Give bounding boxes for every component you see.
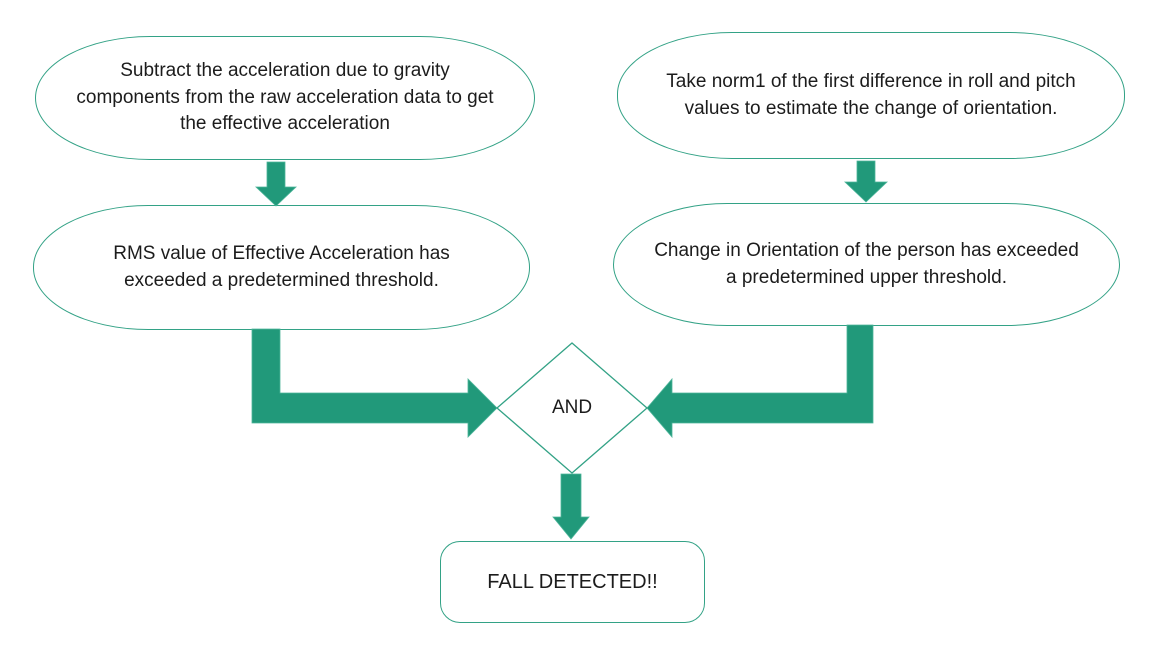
down-arrow-left-icon (254, 161, 298, 207)
node-orientation-estimate: Take norm1 of the first difference in ro… (617, 32, 1125, 159)
elbow-arrow-left-icon (251, 328, 498, 438)
node-orientation-threshold-text: Change in Orientation of the person has … (654, 239, 1079, 288)
elbow-arrow-right-icon (646, 324, 874, 439)
down-arrow-right-icon (844, 160, 888, 203)
node-fall-detected-text: FALL DETECTED!! (487, 570, 658, 593)
node-orientation-estimate-text: Take norm1 of the first difference in ro… (666, 70, 1076, 119)
down-arrow-result-icon (552, 473, 590, 540)
node-rms-threshold: RMS value of Effective Acceleration has … (33, 205, 530, 330)
node-rms-threshold-text: RMS value of Effective Acceleration has … (113, 242, 450, 291)
node-gravity-subtraction: Subtract the acceleration due to gravity… (35, 36, 535, 160)
node-gravity-subtraction-text: Subtract the acceleration due to gravity… (76, 59, 494, 135)
node-orientation-threshold: Change in Orientation of the person has … (613, 203, 1120, 326)
and-gate-text: AND (551, 397, 593, 418)
node-fall-detected: FALL DETECTED!! (440, 541, 705, 623)
and-gate-label: AND (497, 343, 647, 473)
